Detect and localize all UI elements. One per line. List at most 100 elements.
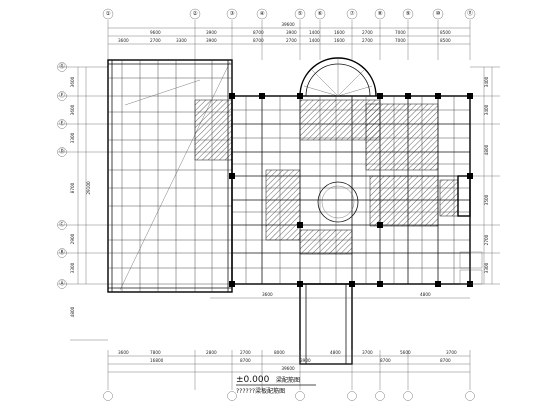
dim-left-total: 29100 [86, 181, 91, 195]
dim-left-3: 8700 [70, 182, 75, 193]
axis-label-top-7: ⑦ [350, 10, 355, 17]
dim-top1-5: 1600 [334, 30, 345, 35]
dim-left-1: 3600 [70, 104, 75, 115]
bottom-dimensions: 3600 7800 2800 2700 8000 4800 3700 5600 … [107, 350, 471, 390]
left-dimensions: 3600 3600 3300 8700 2900 3300 4800 29100 [58, 66, 108, 341]
axis-bubble-top-5: ⑤ [294, 8, 306, 20]
axis-bubble-top-9: ⑨ [402, 8, 414, 20]
dim-top2-9: 7000 [395, 38, 406, 43]
dim-bot1-4: 8000 [274, 350, 285, 355]
dim-top-total: 39600 [281, 22, 295, 27]
dim-bot1-5: 4800 [330, 350, 341, 355]
round-opening [317, 181, 359, 223]
dim-top2-10: 8500 [440, 38, 451, 43]
dim-top2-3: 3900 [206, 38, 217, 43]
dim-top-row1: 9600 3900 8700 3900 1400 1600 2700 7000 … [150, 30, 451, 35]
dim-top1-0: 9600 [150, 30, 161, 35]
axis-label-top-9: ⑨ [406, 10, 411, 17]
axis-label-top-5: ⑤ [298, 11, 303, 17]
dim-bot1-8: 3700 [446, 350, 457, 355]
dim-bottom-row2: 16800 8700 3900 8700 8700 [150, 358, 451, 363]
left-grid-block [107, 59, 233, 293]
axis-label-left-D: Ⓓ [59, 147, 65, 155]
dim-left-2: 3300 [70, 132, 75, 143]
dim-top2-0: 3600 [118, 38, 129, 43]
top-axis-markers: ① ② ③ ④ ⑤ ⑥ ⑦ ⑧ ⑨ ⑩ ⑪ [102, 8, 476, 20]
axis-bubble-top-6: ⑥ [314, 8, 326, 20]
axis-label-top-4: ④ [260, 11, 265, 17]
dim-top2-2: 3300 [176, 38, 187, 43]
dim-bot1-7: 5600 [400, 350, 411, 355]
dim-top1-3: 3900 [286, 30, 297, 35]
axis-label-top-11: ⑪ [467, 9, 473, 17]
dim-top2-1: 2700 [150, 38, 161, 43]
right-dimensions: 3400 3400 4800 3500 2700 3300 [470, 66, 500, 285]
dim-bot2-1: 8700 [240, 358, 251, 363]
axis-bubble-top-8: ⑧ [374, 8, 386, 20]
dim-right-5: 3300 [484, 262, 489, 273]
dim-top2-5: 2700 [286, 38, 297, 43]
dim-bot1-3: 2700 [240, 350, 251, 355]
dim-bottom-total: 39600 [281, 366, 295, 371]
axis-bubble-left-G: Ⓖ [57, 62, 67, 72]
title-suffix: 梁配筋图 [276, 376, 300, 384]
axis-bubble-top-2: ② [189, 8, 201, 20]
dim-left-5: 3300 [70, 262, 75, 273]
dim-bot1-0: 3600 [118, 350, 129, 355]
dim-left-4: 2900 [70, 233, 75, 244]
dim-top1-6: 2700 [362, 30, 373, 35]
dim-right-2: 4800 [484, 144, 489, 155]
dim-entry-1: 4800 [420, 292, 431, 297]
dim-bot2-4: 8700 [440, 358, 451, 363]
dim-top-row2: 3600 2700 3300 3900 8700 2700 1400 1600 … [118, 38, 451, 43]
axis-label-top-6: ⑥ [318, 11, 323, 17]
axis-bubble-left-F: Ⓕ [57, 91, 67, 101]
axis-bubble-left-D: Ⓓ [57, 147, 67, 157]
dim-bot2-2: 3900 [300, 358, 311, 363]
dim-bot2-0: 16800 [150, 358, 164, 363]
dim-top1-8: 8500 [440, 30, 451, 35]
axis-label-left-E: Ⓔ [59, 119, 65, 127]
dim-right-0: 3400 [484, 76, 489, 87]
dim-entry-0: 3600 [262, 292, 273, 297]
dim-top2-7: 1600 [334, 38, 345, 43]
axis-label-top-1: ① [106, 11, 111, 17]
dim-bot2-3: 8700 [380, 358, 391, 363]
dim-top1-7: 7000 [395, 30, 406, 35]
axis-label-left-A: Ⓐ [59, 279, 65, 287]
axis-label-left-G: Ⓖ [59, 62, 65, 70]
axis-bubble-left-B: Ⓑ [57, 248, 67, 258]
semicircular-bay [299, 57, 377, 97]
axis-bubble-top-10: ⑩ [432, 8, 444, 20]
dim-right-4: 2700 [484, 234, 489, 245]
dim-top2-4: 8700 [253, 38, 264, 43]
axis-label-top-8: ⑧ [378, 11, 383, 17]
axis-bubble-top-4: ④ [256, 8, 268, 20]
axis-bubble-top-7: ⑦ [346, 8, 358, 20]
dim-top1-1: 3900 [206, 30, 217, 35]
dim-bot1-6: 3700 [362, 350, 373, 355]
dim-left-0: 3600 [70, 76, 75, 87]
axis-bubble-top-1: ① [102, 8, 114, 20]
dim-top2-8: 2700 [362, 38, 373, 43]
dim-top2-6: 1400 [309, 38, 320, 43]
dim-right-3: 3500 [484, 194, 489, 205]
axis-label-left-C: Ⓒ [59, 220, 65, 228]
dim-top1-2: 8700 [253, 30, 264, 35]
dim-top1-4: 1400 [309, 30, 320, 35]
axis-bubble-left-A: Ⓐ [57, 279, 67, 289]
axis-label-left-B: Ⓑ [59, 248, 65, 256]
dim-bot1-1: 7800 [150, 350, 161, 355]
axis-bubble-top-11: ⑪ [464, 8, 476, 20]
axis-label-top-3: ③ [230, 11, 235, 17]
axis-bubble-left-C: Ⓒ [57, 220, 67, 230]
bottom-axis-markers [103, 391, 475, 401]
axis-bubble-top-3: ③ [226, 8, 238, 20]
dim-right-1: 3400 [484, 104, 489, 115]
main-slab-area [231, 95, 471, 285]
dim-left-6: 4800 [70, 306, 75, 317]
title-elevation: ±0.000 [236, 375, 270, 385]
dim-bot1-2: 2800 [206, 350, 217, 355]
title-subtitle: ??????梁板配筋图 [236, 387, 285, 395]
right-annex [457, 175, 483, 285]
